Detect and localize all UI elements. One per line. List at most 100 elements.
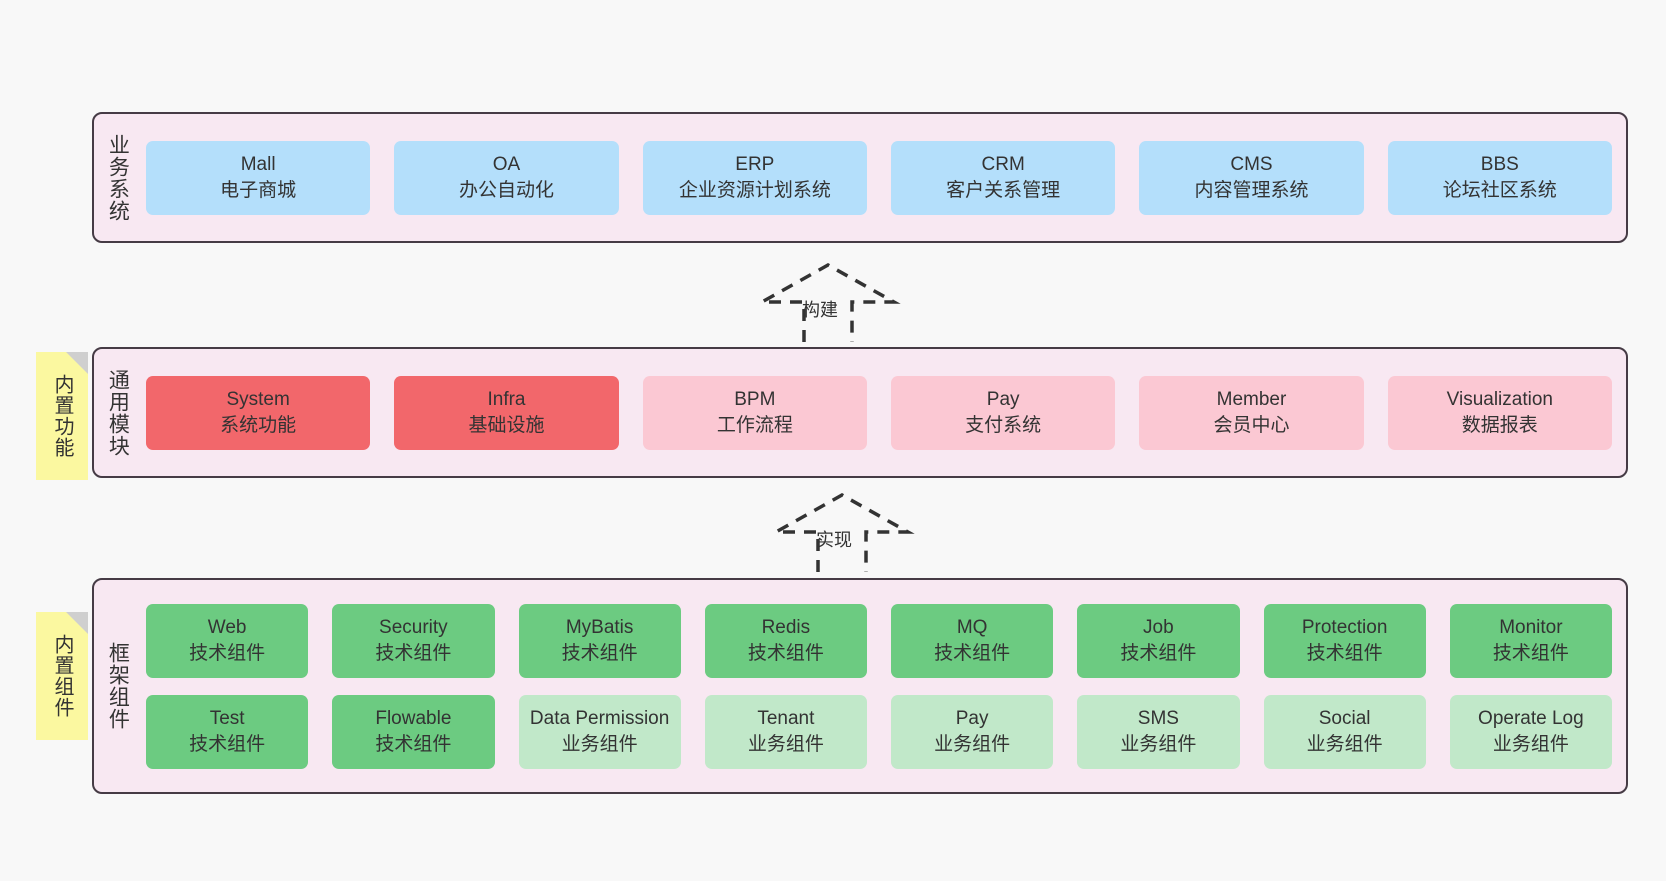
card-title: Operate Log — [1478, 708, 1584, 730]
card-title: Infra — [487, 389, 526, 411]
card-subtitle: 系统功能 — [220, 414, 297, 436]
card-subtitle: 基础设施 — [468, 414, 545, 436]
card-title: Protection — [1301, 617, 1388, 639]
card-subtitle: 技术组件 — [1306, 642, 1383, 664]
card-row: Mall 电子商城 OA 办公自动化 ERP 企业资源计划系统 CRM 客户关系… — [146, 140, 1612, 215]
card-title: MyBatis — [565, 617, 634, 639]
card-job[interactable]: Job 技术组件 — [1077, 603, 1240, 678]
card-title: MQ — [956, 617, 988, 639]
card-redis[interactable]: Redis 技术组件 — [704, 603, 867, 678]
card-sms[interactable]: SMS 业务组件 — [1077, 694, 1240, 769]
card-web[interactable]: Web 技术组件 — [146, 603, 309, 678]
card-subtitle: 技术组件 — [747, 642, 824, 664]
card-security[interactable]: Security 技术组件 — [332, 603, 495, 678]
card-bpm[interactable]: BPM 工作流程 — [642, 375, 867, 450]
card-subtitle: 技术组件 — [375, 733, 452, 755]
card-pay[interactable]: Pay 支付系统 — [890, 375, 1116, 450]
card-mybatis[interactable]: MyBatis 技术组件 — [518, 603, 681, 678]
card-monitor[interactable]: Monitor 技术组件 — [1449, 603, 1612, 678]
card-mall[interactable]: Mall 电子商城 — [146, 140, 371, 215]
card-subtitle: 业务组件 — [1306, 733, 1383, 755]
card-title: Web — [207, 617, 247, 639]
card-oa[interactable]: OA 办公自动化 — [394, 140, 619, 215]
card-title: Member — [1216, 389, 1287, 411]
card-subtitle: 业务组件 — [1492, 733, 1569, 755]
card-test[interactable]: Test 技术组件 — [146, 694, 309, 769]
card-subtitle: 业务组件 — [934, 733, 1011, 755]
card-pay-business[interactable]: Pay 业务组件 — [891, 694, 1054, 769]
card-subtitle: 内容管理系统 — [1194, 179, 1309, 201]
card-protection[interactable]: Protection 技术组件 — [1263, 603, 1426, 678]
card-title: Test — [209, 708, 245, 730]
sticky-note-builtin-components: 内置组件 — [36, 612, 88, 740]
card-subtitle: 技术组件 — [1492, 642, 1569, 664]
card-subtitle: 技术组件 — [189, 642, 266, 664]
section-body-framework-components: Web 技术组件 Security 技术组件 MyBatis 技术组件 Redi… — [140, 580, 1626, 792]
card-subtitle: 技术组件 — [561, 642, 638, 664]
card-social[interactable]: Social 业务组件 — [1263, 694, 1426, 769]
arrow-implement: 实现 — [769, 492, 915, 574]
card-subtitle: 会员中心 — [1213, 414, 1290, 436]
card-row: System 系统功能 Infra 基础设施 BPM 工作流程 Pay 支付系统… — [146, 375, 1612, 450]
card-title: Pay — [986, 389, 1020, 411]
card-title: Tenant — [757, 708, 815, 730]
section-body-common-modules: System 系统功能 Infra 基础设施 BPM 工作流程 Pay 支付系统… — [140, 349, 1626, 476]
card-subtitle: 业务组件 — [1120, 733, 1197, 755]
arrow-implement-label: 实现 — [816, 530, 852, 550]
card-crm[interactable]: CRM 客户关系管理 — [890, 140, 1116, 215]
card-subtitle: 数据报表 — [1461, 414, 1538, 436]
section-body-business-systems: Mall 电子商城 OA 办公自动化 ERP 企业资源计划系统 CRM 客户关系… — [140, 114, 1626, 241]
card-title: Visualization — [1446, 389, 1553, 411]
card-subtitle: 技术组件 — [1120, 642, 1197, 664]
card-title: Redis — [761, 617, 811, 639]
card-title: ERP — [735, 154, 775, 176]
sticky-note-builtin-features: 内置功能 — [36, 352, 88, 480]
card-title: OA — [492, 154, 521, 176]
card-title: Monitor — [1499, 617, 1563, 639]
card-subtitle: 业务组件 — [747, 733, 824, 755]
card-title: SMS — [1137, 708, 1179, 730]
card-infra[interactable]: Infra 基础设施 — [394, 375, 619, 450]
section-business-systems: 业务系统 Mall 电子商城 OA 办公自动化 ERP 企业资源计划系统 CRM… — [92, 112, 1628, 243]
card-title: Data Permission — [529, 708, 670, 730]
card-title: BBS — [1480, 154, 1519, 176]
card-title: CRM — [981, 154, 1025, 176]
section-framework-components: 框架组件 Web 技术组件 Security 技术组件 MyBatis 技术组件… — [92, 578, 1628, 794]
section-label-business-systems: 业务系统 — [106, 133, 130, 222]
card-title: Mall — [240, 154, 276, 176]
card-subtitle: 办公自动化 — [458, 179, 554, 201]
arrow-build-shape — [755, 262, 901, 342]
card-subtitle: 电子商城 — [220, 179, 297, 201]
card-title: CMS — [1230, 154, 1273, 176]
card-flowable[interactable]: Flowable 技术组件 — [332, 694, 495, 769]
card-subtitle: 技术组件 — [375, 642, 452, 664]
card-operate-log[interactable]: Operate Log 业务组件 — [1449, 694, 1612, 769]
card-visualization[interactable]: Visualization 数据报表 — [1387, 375, 1612, 450]
card-subtitle: 业务组件 — [561, 733, 638, 755]
card-subtitle: 企业资源计划系统 — [678, 179, 831, 201]
card-title: Social — [1318, 708, 1371, 730]
card-title: Pay — [955, 708, 989, 730]
card-bbs[interactable]: BBS 论坛社区系统 — [1387, 140, 1612, 215]
card-mq[interactable]: MQ 技术组件 — [891, 603, 1054, 678]
card-title: Job — [1143, 617, 1174, 639]
card-tenant[interactable]: Tenant 业务组件 — [704, 694, 867, 769]
arrow-implement-shape — [769, 492, 915, 572]
card-subtitle: 技术组件 — [189, 733, 266, 755]
arrow-build: 构建 — [755, 262, 901, 344]
card-data-permission[interactable]: Data Permission 业务组件 — [518, 694, 681, 769]
card-title: System — [226, 389, 290, 411]
card-cms[interactable]: CMS 内容管理系统 — [1139, 140, 1364, 215]
card-title: Flowable — [375, 708, 452, 730]
card-title: Security — [379, 617, 448, 639]
card-member[interactable]: Member 会员中心 — [1139, 375, 1364, 450]
section-label-common-modules: 通用模块 — [106, 368, 130, 457]
card-row: Test 技术组件 Flowable 技术组件 Data Permission … — [146, 694, 1612, 769]
card-subtitle: 支付系统 — [965, 414, 1042, 436]
card-row: Web 技术组件 Security 技术组件 MyBatis 技术组件 Redi… — [146, 603, 1612, 678]
card-subtitle: 工作流程 — [716, 414, 793, 436]
card-subtitle: 客户关系管理 — [946, 179, 1061, 201]
sticky-note-label: 内置功能 — [51, 374, 73, 458]
card-system[interactable]: System 系统功能 — [146, 375, 371, 450]
card-erp[interactable]: ERP 企业资源计划系统 — [642, 140, 867, 215]
